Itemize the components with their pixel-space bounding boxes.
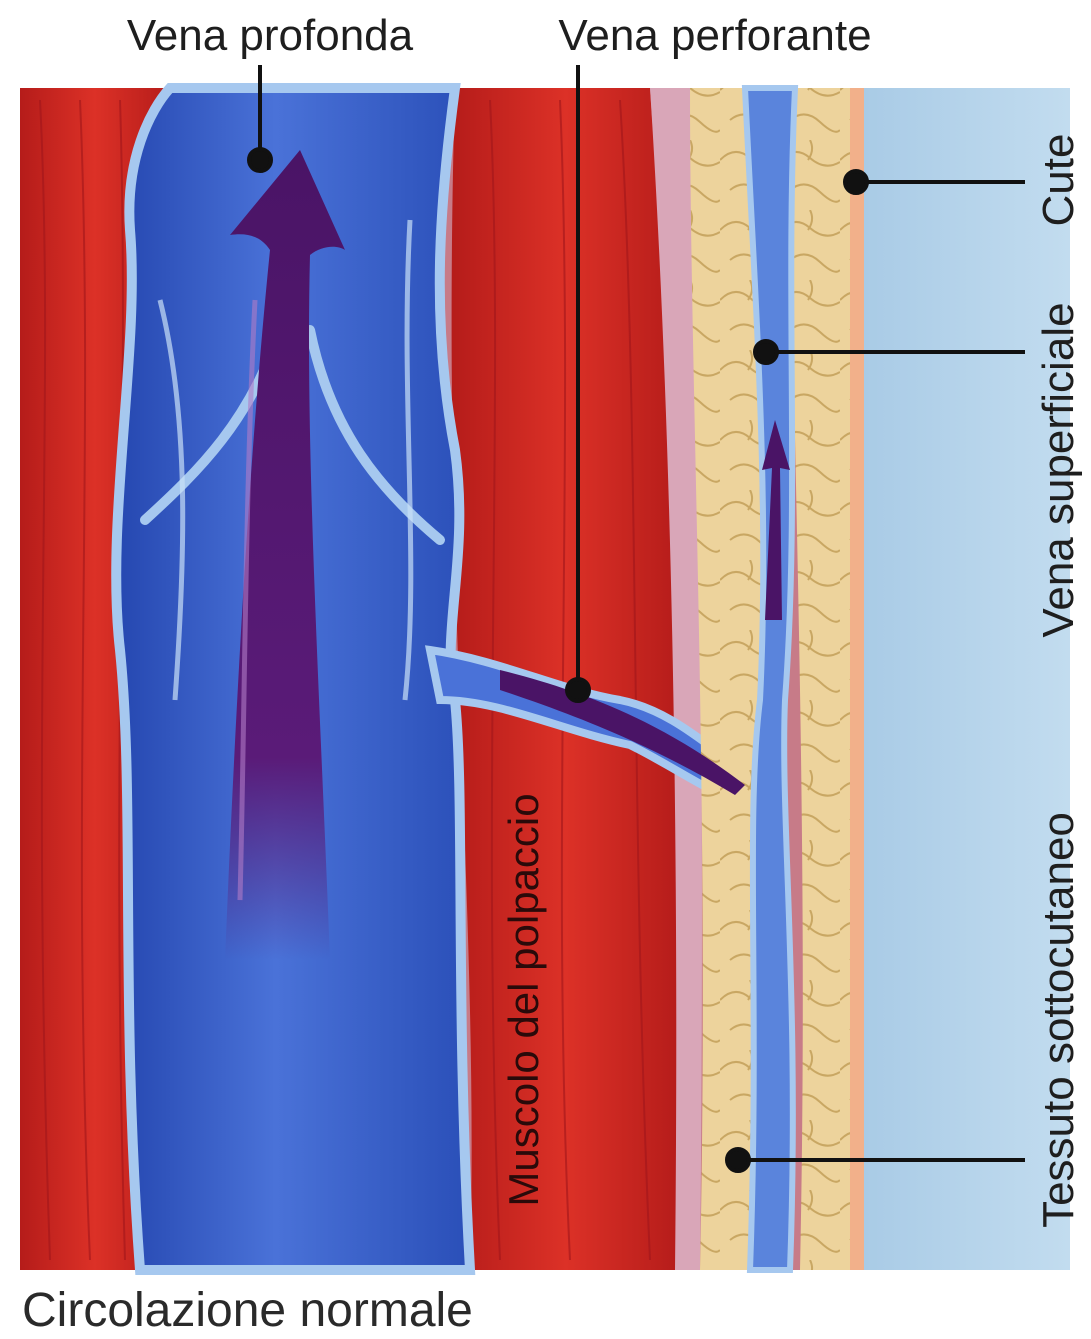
skin-leader-dot: [845, 171, 867, 193]
label-deep-vein: Vena profonda: [127, 11, 414, 60]
label-perforating-vein: Vena perforante: [558, 11, 871, 60]
label-subcutaneous-tissue: Tessuto sottocutaneo: [1034, 812, 1083, 1228]
label-skin: Cute: [1034, 134, 1083, 227]
deep-vein-leader-dot: [249, 149, 271, 171]
superficial-vein-leader-dot: [755, 341, 777, 363]
perforating-vein-leader-dot: [567, 679, 589, 701]
subcutaneous-tissue-leader-dot: [727, 1149, 749, 1171]
skin-edge: [850, 88, 864, 1270]
label-calf-muscle: Muscolo del polpaccio: [500, 793, 547, 1206]
caption: Circolazione normale: [22, 1284, 473, 1337]
label-superficial-vein: Vena superficiale: [1034, 302, 1083, 637]
